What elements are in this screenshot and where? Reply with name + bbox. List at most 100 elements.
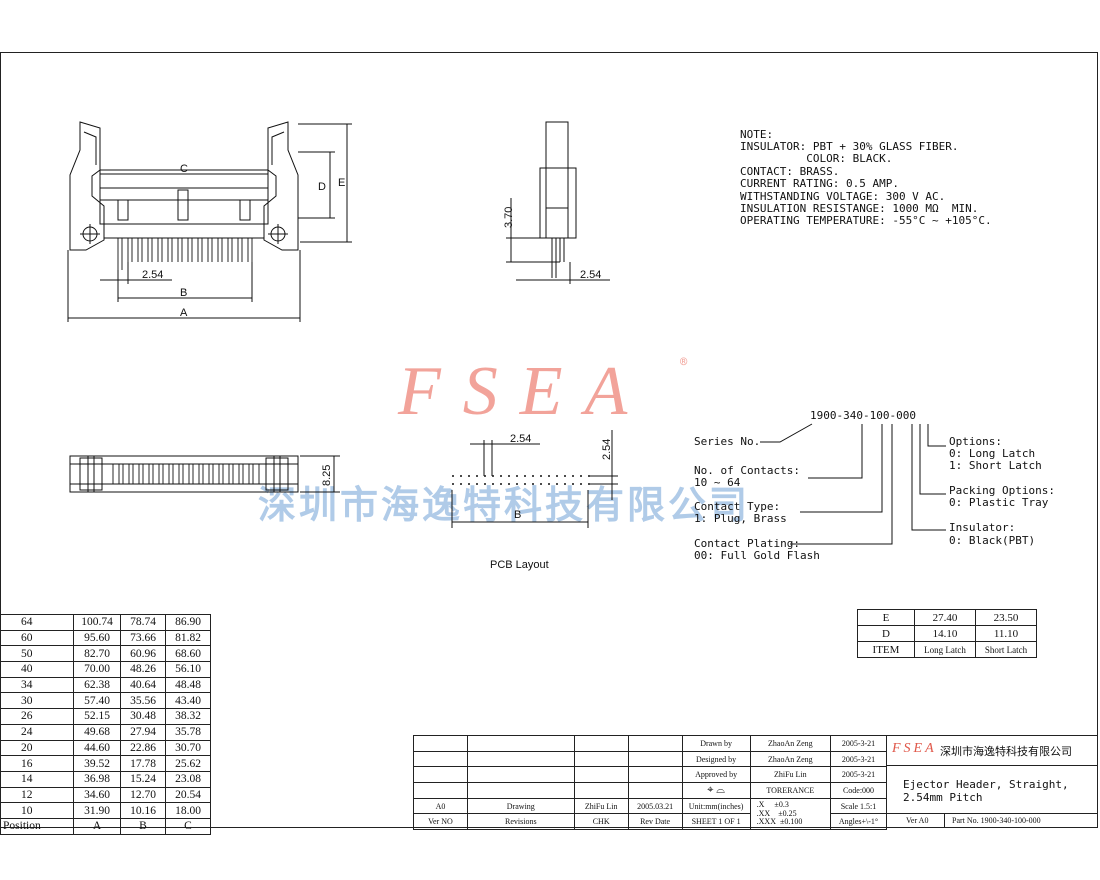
table-cell: 95.60 <box>73 629 121 647</box>
dim-pitch-label: 2.54 <box>142 269 163 281</box>
table-header-cell: Position <box>0 817 74 835</box>
table-cell: 31.90 <box>73 802 121 819</box>
pn-contacts-title: No. of Contacts: <box>694 464 800 477</box>
table-cell: 52.15 <box>73 708 121 725</box>
tb-part-no: Part No. 1900-340-100-000 <box>952 816 1041 825</box>
table-cell: 50 <box>0 645 74 663</box>
tb-title-line2: 2.54mm Pitch <box>903 791 983 804</box>
tb-unit: Unit:mm(inches) <box>681 797 751 815</box>
table-cell: 23.50 <box>975 609 1037 626</box>
projection-symbol: ⌖ ⌓ <box>681 782 751 799</box>
table-cell: 78.74 <box>120 614 166 631</box>
table-cell: 40.64 <box>120 676 166 694</box>
table-header-cell: C <box>165 817 211 835</box>
table-cell: 44.60 <box>73 739 121 757</box>
title-block-ver-divider <box>944 813 945 828</box>
title-block-grid: Drawn by ZhaoAn Zeng 2005-3-21 Designed … <box>413 735 887 831</box>
side-view <box>506 121 610 284</box>
table-cell: 39.52 <box>73 755 121 772</box>
table-cell: 43.40 <box>165 692 211 710</box>
tb-date: 2005-3-21 <box>830 766 887 784</box>
table-cell: 35.78 <box>165 723 211 741</box>
table-row: Drawn by ZhaoAn Zeng 2005-3-21 <box>413 735 887 752</box>
table-cell: 20 <box>0 739 74 757</box>
tb-title-line1: Ejector Header, Straight, <box>903 778 1069 791</box>
dim-c-label: C <box>180 163 188 175</box>
table-cell: Short Latch <box>975 641 1037 658</box>
table-cell <box>466 766 575 784</box>
pn-packing-title: Packing Options: <box>949 484 1055 497</box>
pcb-b-label: B <box>514 509 521 521</box>
table-header-cell: A <box>73 817 121 835</box>
table-row: A0 Drawing ZhiFu Lin 2005.03.21 Unit:mm(… <box>413 797 887 831</box>
pn-contacts-value: 10 ~ 64 <box>694 476 741 489</box>
tb-name: ZhaoAn Zeng <box>749 750 832 768</box>
table-cell <box>413 735 468 752</box>
table-cell <box>573 782 629 799</box>
table-cell: 30 <box>0 692 74 710</box>
pn-plating-value: 00: Full Gold Flash <box>694 549 820 562</box>
watermark-brand: FSEA <box>398 353 650 430</box>
side-pitch-label: 2.54 <box>580 269 601 281</box>
table-row: Approved by ZhiFu Lin 2005-3-21 <box>413 766 887 784</box>
pn-type-value: 1: Plug, Brass <box>694 512 787 525</box>
table-cell: D <box>857 625 915 642</box>
table-cell: 100.74 <box>73 614 121 631</box>
table-cell <box>413 782 468 799</box>
table-cell <box>466 735 575 752</box>
table-cell: 27.40 <box>914 609 976 626</box>
title-block-right <box>887 735 1098 828</box>
tb-tolerance-label: TORERANCE <box>749 782 832 799</box>
table-cell <box>466 782 575 799</box>
tb-tolerance-line: .XXX ±0.100 <box>756 817 803 827</box>
table-cell <box>627 750 683 768</box>
front-view <box>67 121 352 322</box>
table-cell: 48.48 <box>165 676 211 694</box>
table-cell: 35.56 <box>120 692 166 710</box>
tb-label: CHK <box>573 813 629 831</box>
pn-insulator-title: Insulator: <box>949 521 1016 534</box>
table-cell: 10 <box>0 802 74 819</box>
bottom-view <box>69 455 340 493</box>
table-cell: 36.98 <box>73 770 121 788</box>
table-cell: 22.86 <box>120 739 166 757</box>
table-cell: 70.00 <box>73 661 121 678</box>
pcb-pitch-v-label: 2.54 <box>601 439 613 460</box>
pn-type-title: Contact Type: <box>694 500 781 513</box>
tb-label: Ver NO <box>413 813 468 831</box>
table-cell: 86.90 <box>165 614 211 631</box>
table-row: D 14.10 11.10 <box>857 625 1037 642</box>
notes-line: COLOR: BLACK. <box>740 152 893 165</box>
tb-tolerance-line: .X ±0.3 <box>756 800 789 810</box>
table-cell: 12 <box>0 786 74 804</box>
table-cell: ITEM <box>857 641 915 658</box>
table-cell: 48.26 <box>120 661 166 678</box>
table-cell: 16 <box>0 755 74 772</box>
table-cell: 14 <box>0 770 74 788</box>
tb-company: 深圳市海逸特科技有限公司 <box>940 745 1072 758</box>
pn-options-line: 0: Long Latch <box>949 447 1036 460</box>
table-row: E 27.40 23.50 <box>857 609 1037 626</box>
tb-rev-chk: ZhiFu Lin <box>573 797 629 815</box>
pn-options-title: Options: <box>949 435 1002 448</box>
table-cell: 14.10 <box>914 625 976 642</box>
table-cell: 27.94 <box>120 723 166 741</box>
tb-ver: Ver A0 <box>906 816 929 825</box>
table-cell: 34 <box>0 676 74 694</box>
table-cell: Long Latch <box>914 641 976 658</box>
tb-sheet: SHEET 1 OF 1 <box>681 813 751 831</box>
table-cell: 24 <box>0 723 74 741</box>
tb-label: Revisions <box>466 813 575 831</box>
table-cell: 10.16 <box>120 802 166 819</box>
tb-role: Designed by <box>681 750 751 768</box>
dim-e-label: E <box>338 177 345 189</box>
notes-line: OPERATING TEMPERATURE: -55°C ~ +105°C. <box>740 214 992 227</box>
table-cell: 60 <box>0 629 74 647</box>
pcb-layout <box>451 430 618 528</box>
